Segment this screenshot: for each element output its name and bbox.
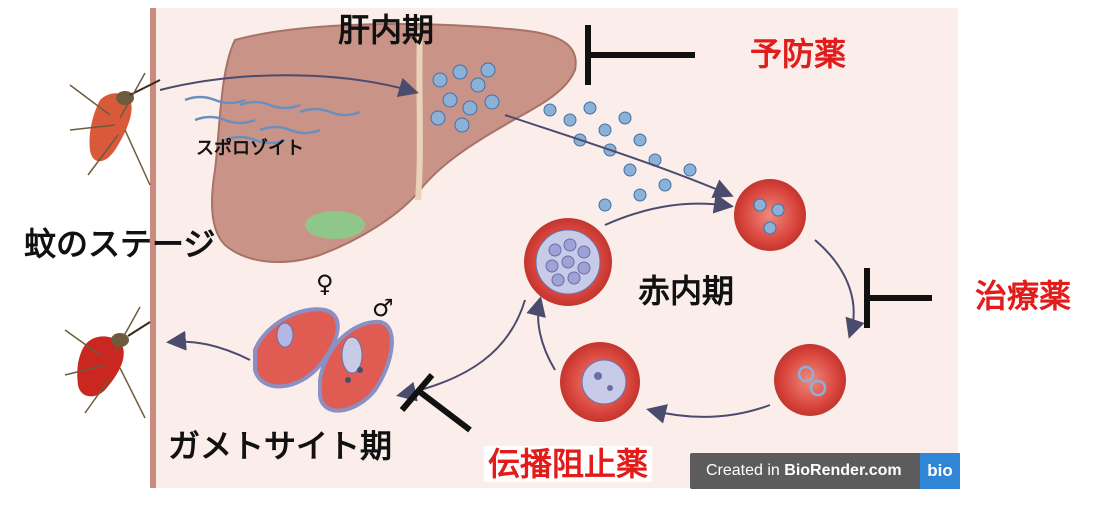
mosquito-top xyxy=(69,72,161,186)
gametocyte-stage-label: ガメトサイト期 xyxy=(168,427,393,465)
transmission-blocking-drug-label: 伝播阻止薬 xyxy=(484,446,653,482)
return-to-mosquito-arrow xyxy=(166,330,251,361)
male-symbol: ♂ xyxy=(372,294,394,322)
blood-cycle-arrow-4 xyxy=(604,193,734,226)
liver-ligament xyxy=(415,29,423,201)
rbc-schizont xyxy=(524,218,612,306)
blood-cycle-arrow-3 xyxy=(526,296,556,371)
badge-prefix: Created in xyxy=(706,462,785,479)
biorender-logo-icon: bio xyxy=(920,453,960,489)
biorender-badge[interactable]: Created in BioRender.com bio xyxy=(690,453,960,489)
sporozoite-arrow xyxy=(159,74,419,98)
blood-stage-label: 赤内期 xyxy=(638,272,735,310)
sporozoite-label: スポロゾイト xyxy=(196,138,304,159)
mosquito-stage-label: 蚊のステージ xyxy=(24,225,216,263)
liver-stage-label: 肝内期 xyxy=(338,11,435,49)
merozoite-stream xyxy=(543,101,697,212)
blood-cycle-arrow-2 xyxy=(646,404,771,424)
panel-left-edge xyxy=(150,8,156,488)
rbc-trophozoite xyxy=(560,342,640,422)
female-gametocyte xyxy=(253,307,340,389)
badge-brand: BioRender.com xyxy=(784,462,902,479)
blood-cycle-arrow-1 xyxy=(814,239,865,339)
treatment-drug-label: 治療薬 xyxy=(975,277,1072,315)
prophylactic-block-symbol xyxy=(585,25,695,85)
transmission-block-symbol xyxy=(399,373,472,433)
liver-schizont xyxy=(430,62,500,133)
prophylactic-drug-label: 予防薬 xyxy=(750,35,847,73)
merozoite-arrow xyxy=(504,114,734,198)
sporozoite-cells xyxy=(184,95,361,145)
rbc-ring-stage xyxy=(774,344,846,416)
rbc-infected xyxy=(734,179,806,251)
male-gametocyte xyxy=(318,319,394,413)
female-symbol: ♀ xyxy=(316,270,334,298)
treatment-block-symbol xyxy=(864,268,932,328)
gallbladder xyxy=(305,211,365,239)
gametocyte-arrow xyxy=(396,299,526,402)
mosquito-bottom xyxy=(64,306,151,419)
